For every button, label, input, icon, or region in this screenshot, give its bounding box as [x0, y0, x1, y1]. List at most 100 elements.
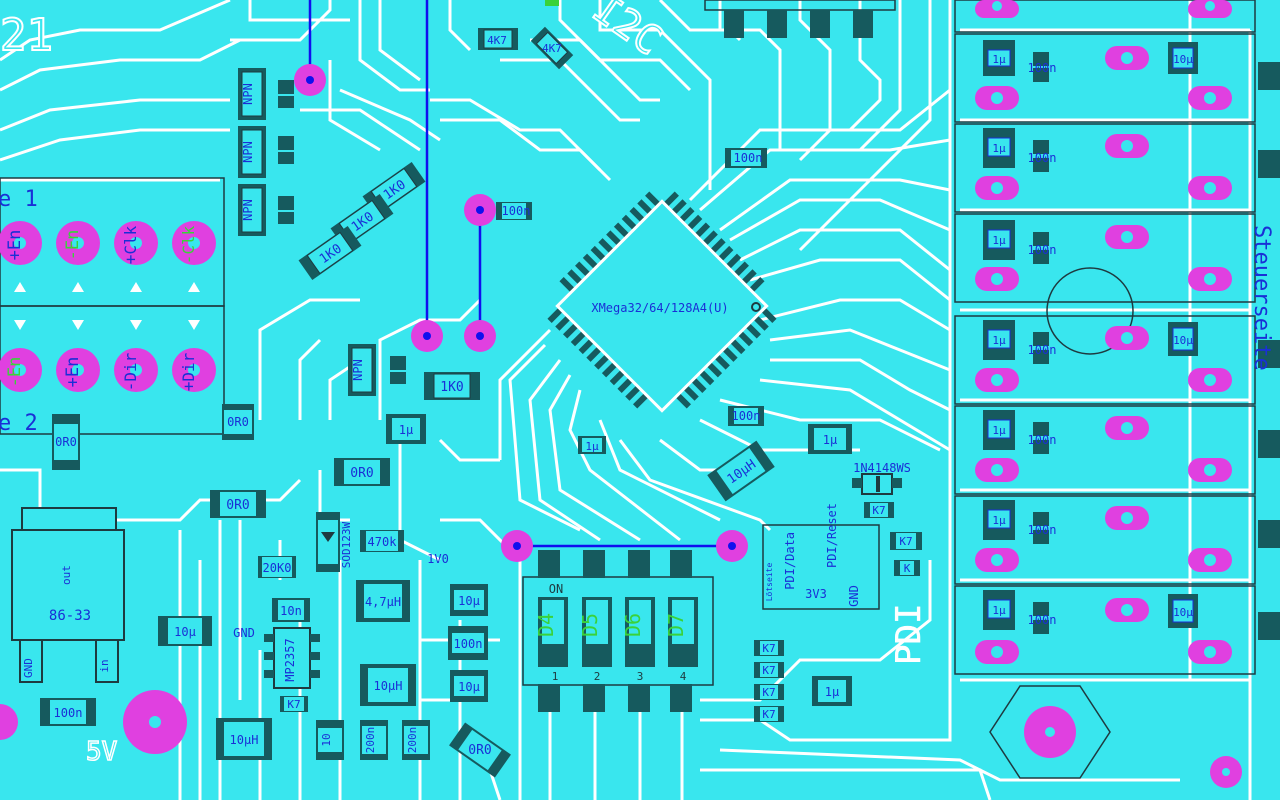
dip-slot[interactable]: D7 [664, 597, 698, 667]
resistor-k7-ic: K7 [280, 696, 308, 712]
board-number: 21 [0, 10, 53, 61]
pdi-pin-label: PDI/Data [783, 532, 797, 590]
mounting-circle [1046, 267, 1134, 355]
resistor-1k0-d: 1K0 [424, 372, 480, 400]
pdi-label: PDI [889, 604, 929, 665]
cap-10u-a: 10µ [450, 584, 488, 616]
dip-switch-label: D5 [578, 613, 602, 637]
hex-mount [989, 685, 1111, 779]
terminal-label: +Clk [121, 225, 140, 264]
cap-100n-via: 100n [496, 202, 532, 220]
channel-row-6: 1µ 100n [975, 500, 1232, 572]
cap-label: 100n [54, 706, 83, 720]
cap-label: 10µ [174, 625, 196, 639]
cap-100n-label: 100n [1028, 433, 1057, 447]
dip-number: 1 [552, 670, 559, 683]
transistors: NPN NPN NPN NPN [238, 68, 406, 396]
resistor-label: K7 [762, 664, 775, 677]
regulator-out-label: out [60, 565, 73, 585]
dip-slot[interactable]: D4 [534, 597, 568, 667]
npn-3: NPN [238, 184, 294, 236]
five-v-label: 5V [86, 737, 117, 767]
resistor-label: K7 [899, 535, 912, 548]
dip-switch: ON D4 D5 D6 D7 1 2 3 4 [534, 550, 698, 712]
channel-outline-5 [954, 405, 1256, 495]
diode-1n4148: 1N4148WS [852, 461, 911, 495]
resistor-label: K7 [287, 698, 300, 711]
pdi-pin-label: GND [847, 585, 861, 607]
cap-100n-label: 100n [1028, 613, 1057, 627]
resistor-label: 0R0 [55, 435, 77, 449]
channel-outline-1 [954, 33, 1256, 123]
inductor-10uh-c: 10µH [216, 718, 272, 760]
inductor-label: 4,7µH [365, 595, 401, 609]
channel-outline-4 [954, 315, 1256, 405]
cap-label: 1µ [585, 440, 599, 453]
channel-row-3: 1µ 100n [975, 220, 1232, 291]
dip-switch-label: D4 [534, 613, 558, 637]
cap-label: 100n [734, 151, 763, 165]
group2-label: e 2 [0, 411, 38, 436]
resistor-label: K7 [762, 686, 775, 699]
npn-4: NPN [348, 344, 406, 396]
steuerseite-label: Steuerseite [1249, 225, 1274, 371]
dip-switch-label: D7 [664, 613, 688, 637]
voltage-regulator: out 86-33 GND in [11, 507, 125, 683]
cap-10u-label: 10µ [1173, 53, 1193, 66]
npn-label: NPN [351, 359, 365, 381]
cap-100n-mcu-right: 100n [728, 406, 764, 426]
npn-2: NPN [238, 126, 294, 178]
mcu-body [555, 199, 769, 413]
terminal-label: -Clk [179, 225, 198, 264]
cap-label: 1µ [825, 685, 839, 699]
led-top [545, 0, 559, 6]
cap-100n-top: 100n [725, 148, 767, 168]
terminal-pad: +Clk [114, 221, 158, 265]
npn-label: NPN [241, 141, 255, 163]
cap-1u-label: 1µ [992, 334, 1006, 347]
channel-outline-6 [954, 495, 1256, 585]
resistor-label: K [904, 562, 911, 575]
cap-label: 1µ [823, 433, 837, 447]
channel-outline-7 [954, 585, 1256, 675]
terminal-label: -En [5, 357, 25, 388]
inductor-47uh: 4,7µH [356, 580, 410, 622]
cap-label: 100n [732, 409, 761, 423]
resistor-k-pdi: K [894, 560, 920, 576]
dip-slot[interactable]: D5 [578, 597, 612, 667]
cap-1u-mcu: 1µ [578, 436, 606, 454]
vias [0, 64, 1242, 788]
npn-1: NPN [238, 68, 294, 120]
resistor-label: 0R0 [226, 498, 249, 513]
resistor-label: 1K0 [440, 380, 463, 395]
resistor-label: 200n [406, 727, 419, 754]
terminal-block-2 [0, 305, 225, 435]
terminal-label: -En [63, 230, 83, 261]
mcu-pins [547, 191, 777, 413]
dip-number: 2 [594, 670, 601, 683]
resistor-label: 200n [364, 727, 377, 754]
gnd-label: GND [233, 626, 255, 640]
resistor-0r0-b: 0R0 [222, 404, 254, 440]
resistor-4k7-a: 4K7 [478, 28, 518, 50]
resistor-stack-k7: K7 K7 K7 K7 [754, 640, 784, 722]
dip-slot[interactable]: D6 [621, 597, 655, 667]
resistor-0r0-c: 0R0 [334, 458, 390, 486]
cap-label: 10µ [458, 680, 480, 694]
pdi-tiny-label: Lötseite [765, 563, 774, 602]
mcu-label: XMega32/64/128A4(U) [591, 301, 728, 315]
terminal-pad: -En [0, 348, 42, 392]
cap-100n-label: 100n [1028, 343, 1057, 357]
cap-1u-pdi: 1µ [812, 676, 852, 706]
dip-number: 3 [637, 670, 644, 683]
resistor-label: 0R0 [468, 743, 491, 758]
resistor-label: K7 [762, 708, 775, 721]
resistor-label: 470k [368, 535, 398, 549]
cap-100n-reg: 100n [40, 698, 96, 726]
resistor-0r0-d: 0R0 [210, 490, 266, 518]
terminal-pad: +En [56, 348, 100, 392]
cap-1u-right: 1µ [808, 424, 852, 454]
resistor-label: 0R0 [350, 466, 373, 481]
terminal-pad: -En [56, 221, 100, 265]
cap-10n: 10n [272, 598, 310, 622]
